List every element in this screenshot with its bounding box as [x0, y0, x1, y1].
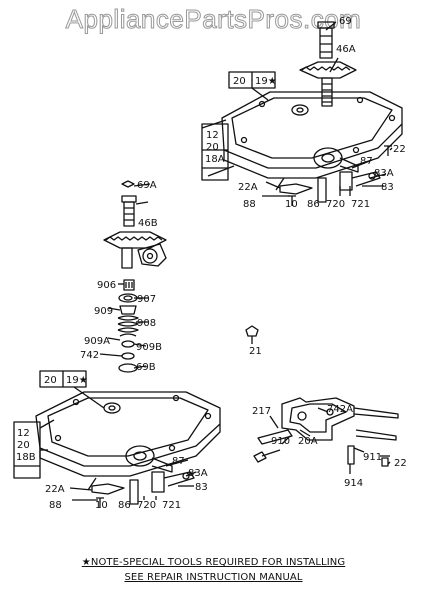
- label-20: 20: [206, 142, 219, 153]
- label-46a: 46A: [336, 44, 356, 55]
- upper-labels: 69 46A 20 19★ 12 20 18A 22 87 83A 83 22A…: [205, 16, 406, 210]
- linkage-plate: [281, 397, 399, 441]
- label-909: 909: [94, 306, 113, 317]
- label-box-19-lower: 19★: [66, 375, 88, 386]
- lower-linkage: [87, 471, 195, 508]
- label-88-lower: 88: [49, 500, 62, 511]
- upper-sump-cover: [221, 91, 403, 179]
- label-910: 910: [271, 436, 290, 447]
- label-87-lower: 87: [172, 456, 185, 467]
- upper-crankshaft: [317, 21, 335, 59]
- label-909b: 909B: [136, 342, 162, 353]
- governor-labels: 69A 46B 906 907 909 908 909A 909B 742 69…: [80, 180, 262, 373]
- linkage-labels: 742A 217 910 20A 911 22 914: [252, 404, 407, 489]
- label-742a: 742A: [327, 404, 353, 415]
- upper-pointers: [201, 21, 393, 197]
- label-83: 83: [381, 182, 394, 193]
- label-83a-lower: 83A: [188, 468, 208, 479]
- label-12: 12: [206, 130, 219, 141]
- label-22: 22: [393, 144, 406, 155]
- label-20-lower: 20: [17, 440, 30, 451]
- label-10-lower: 10: [95, 500, 108, 511]
- label-87: 87: [360, 156, 373, 167]
- label-88: 88: [243, 199, 256, 210]
- governor-shaft-46b: [103, 180, 167, 269]
- linkage-pointers: [269, 407, 391, 465]
- label-20a: 20A: [298, 436, 318, 447]
- label-86: 86: [307, 199, 320, 210]
- label-906: 906: [97, 280, 116, 291]
- label-box-20-lower: 20: [44, 375, 57, 386]
- label-908: 908: [137, 318, 156, 329]
- governor-parts-906-909: [117, 279, 139, 373]
- label-911: 911: [363, 452, 382, 463]
- upper-box-20-19: [228, 71, 276, 101]
- label-10: 10: [285, 199, 298, 210]
- linkage-parts: [253, 429, 390, 474]
- label-86-lower: 86: [118, 500, 131, 511]
- label-907: 907: [137, 294, 156, 305]
- lower-pointers: [13, 419, 197, 501]
- label-22-linkage: 22: [394, 458, 407, 469]
- label-box-20: 20: [233, 76, 246, 87]
- note-line-1: ★NOTE-SPECIAL TOOLS REQUIRED FOR INSTALL…: [81, 557, 346, 568]
- label-22a: 22A: [238, 182, 258, 193]
- governor-pointers: [99, 183, 151, 369]
- label-742: 742: [80, 350, 99, 361]
- part-21-clip: [245, 325, 259, 344]
- label-12-lower: 12: [17, 428, 30, 439]
- label-69: 69: [339, 16, 352, 27]
- upper-linkage: [275, 171, 381, 203]
- upper-gear-46a: [299, 61, 357, 107]
- label-720: 720: [326, 199, 345, 210]
- label-909a: 909A: [84, 336, 110, 347]
- label-69a: 69A: [137, 180, 157, 191]
- lower-labels: 20 19★ 12 20 18B 87 83A 83 22A 88 10 86 …: [16, 375, 208, 511]
- label-18b: 18B: [16, 452, 36, 463]
- label-21: 21: [249, 346, 262, 357]
- label-83-lower: 83: [195, 482, 208, 493]
- label-83a: 83A: [374, 168, 394, 179]
- lower-sump-cover: [35, 391, 221, 477]
- label-18a: 18A: [205, 154, 225, 165]
- label-914: 914: [344, 478, 363, 489]
- label-720-lower: 720: [137, 500, 156, 511]
- lower-box-20-19: [39, 370, 105, 409]
- label-46b: 46B: [138, 218, 158, 229]
- note-line-2: SEE REPAIR INSTRUCTION MANUAL: [124, 572, 303, 583]
- label-22a-lower: 22A: [45, 484, 65, 495]
- label-721: 721: [351, 199, 370, 210]
- upper-bolts: [288, 145, 392, 206]
- label-box-19: 19★: [255, 76, 277, 87]
- label-217: 217: [252, 406, 271, 417]
- label-69b: 69B: [136, 362, 156, 373]
- label-721-lower: 721: [162, 500, 181, 511]
